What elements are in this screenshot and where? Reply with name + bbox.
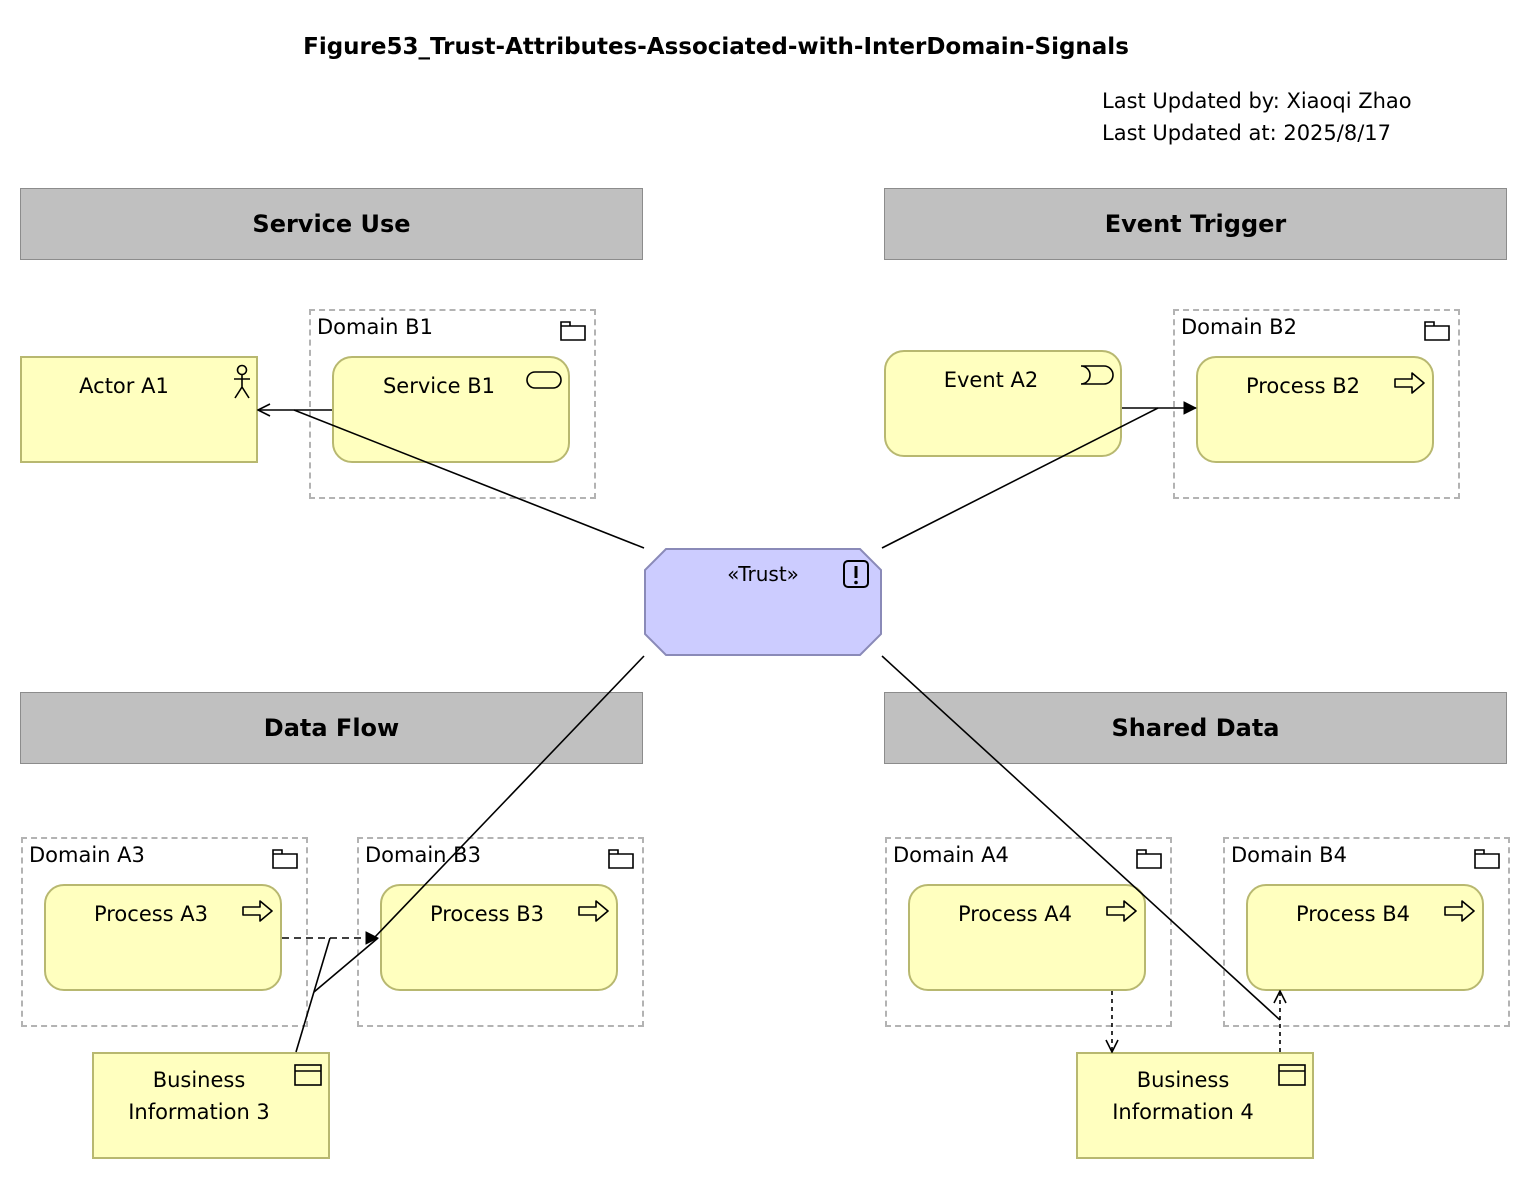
process-a3-label: Process A3 bbox=[93, 902, 209, 926]
folder-icon bbox=[272, 849, 298, 869]
diagram-title: Figure53_Trust-Attributes-Associated-wit… bbox=[303, 34, 1129, 60]
section-data-flow: Data Flow bbox=[20, 692, 643, 764]
trust-link-event-trigger[interactable] bbox=[881, 407, 1159, 549]
folder-icon bbox=[1136, 849, 1162, 869]
process-arrow-icon bbox=[1444, 900, 1475, 922]
actor-a1[interactable]: Actor A1 bbox=[20, 356, 258, 463]
service-b1[interactable]: Service B1 bbox=[332, 356, 570, 463]
domain-b3[interactable]: Domain B3 bbox=[357, 837, 644, 1027]
event-a2-label: Event A2 bbox=[943, 368, 1039, 392]
process-b4[interactable]: Process B4 bbox=[1246, 884, 1484, 991]
domain-a4[interactable]: Domain A4 bbox=[885, 837, 1172, 1027]
domain-b4-label: Domain B4 bbox=[1231, 843, 1347, 867]
process-b2-label: Process B2 bbox=[1245, 374, 1361, 398]
business-object-icon bbox=[1278, 1064, 1306, 1086]
service-b1-label: Service B1 bbox=[382, 374, 496, 398]
last-updated-at: Last Updated at: 2025/8/17 bbox=[1102, 121, 1392, 145]
process-b3[interactable]: Process B3 bbox=[380, 884, 618, 991]
folder-icon bbox=[1474, 849, 1500, 869]
process-a4[interactable]: Process A4 bbox=[908, 884, 1146, 991]
process-arrow-icon bbox=[1394, 372, 1425, 394]
folder-icon bbox=[560, 321, 586, 341]
domain-b2-label: Domain B2 bbox=[1181, 315, 1297, 339]
last-updated-by: Last Updated by: Xiaoqi Zhao bbox=[1102, 89, 1412, 113]
event-icon bbox=[1080, 365, 1114, 385]
business-information-3-line-2: Information 3 bbox=[128, 1100, 270, 1124]
domain-a3-label: Domain A3 bbox=[29, 843, 145, 867]
business-information-3-label: Business Information 3 bbox=[94, 1064, 304, 1128]
trust-label: «Trust» bbox=[727, 562, 799, 586]
domain-b1[interactable]: Domain B1 bbox=[309, 309, 596, 499]
process-a3[interactable]: Process A3 bbox=[44, 884, 282, 991]
trust-link-shared-data[interactable] bbox=[881, 655, 1281, 1021]
trust-octagon bbox=[644, 548, 882, 656]
exclamation-icon bbox=[843, 560, 869, 588]
business-information-4-line-1: Business bbox=[1136, 1068, 1230, 1092]
domain-b1-label: Domain B1 bbox=[317, 315, 433, 339]
domain-b4[interactable]: Domain B4 bbox=[1223, 837, 1510, 1027]
actor-icon bbox=[234, 364, 250, 399]
business-information-3[interactable]: Business Information 3 bbox=[92, 1052, 330, 1159]
process-a4-label: Process A4 bbox=[957, 902, 1073, 926]
business-object-icon bbox=[294, 1064, 322, 1086]
event-a2[interactable]: Event A2 bbox=[884, 350, 1122, 457]
service-icon bbox=[526, 371, 562, 389]
association-business-info-3-trust[interactable] bbox=[313, 937, 379, 993]
trust-attribute[interactable]: «Trust» bbox=[644, 548, 882, 656]
section-service-use: Service Use bbox=[20, 188, 643, 260]
process-b2[interactable]: Process B2 bbox=[1196, 356, 1434, 463]
domain-a3[interactable]: Domain A3 bbox=[21, 837, 308, 1027]
process-arrow-icon bbox=[1106, 900, 1137, 922]
folder-icon bbox=[1424, 321, 1450, 341]
process-arrow-icon bbox=[242, 900, 273, 922]
actor-a1-label: Actor A1 bbox=[79, 374, 169, 398]
section-shared-data: Shared Data bbox=[884, 692, 1507, 764]
trust-link-service-use[interactable] bbox=[293, 409, 645, 549]
trust-link-data-flow[interactable] bbox=[373, 655, 645, 939]
business-information-4-line-2: Information 4 bbox=[1112, 1100, 1254, 1124]
process-arrow-icon bbox=[578, 900, 609, 922]
business-information-4[interactable]: Business Information 4 bbox=[1076, 1052, 1314, 1159]
process-b4-label: Process B4 bbox=[1295, 902, 1411, 926]
association-business-info-3-flow[interactable] bbox=[295, 937, 331, 1053]
section-event-trigger: Event Trigger bbox=[884, 188, 1507, 260]
folder-icon bbox=[608, 849, 634, 869]
business-information-3-line-1: Business bbox=[152, 1068, 246, 1092]
domain-b2[interactable]: Domain B2 bbox=[1173, 309, 1460, 499]
domain-a4-label: Domain A4 bbox=[893, 843, 1009, 867]
business-information-4-label: Business Information 4 bbox=[1078, 1064, 1288, 1128]
process-b3-label: Process B3 bbox=[429, 902, 545, 926]
